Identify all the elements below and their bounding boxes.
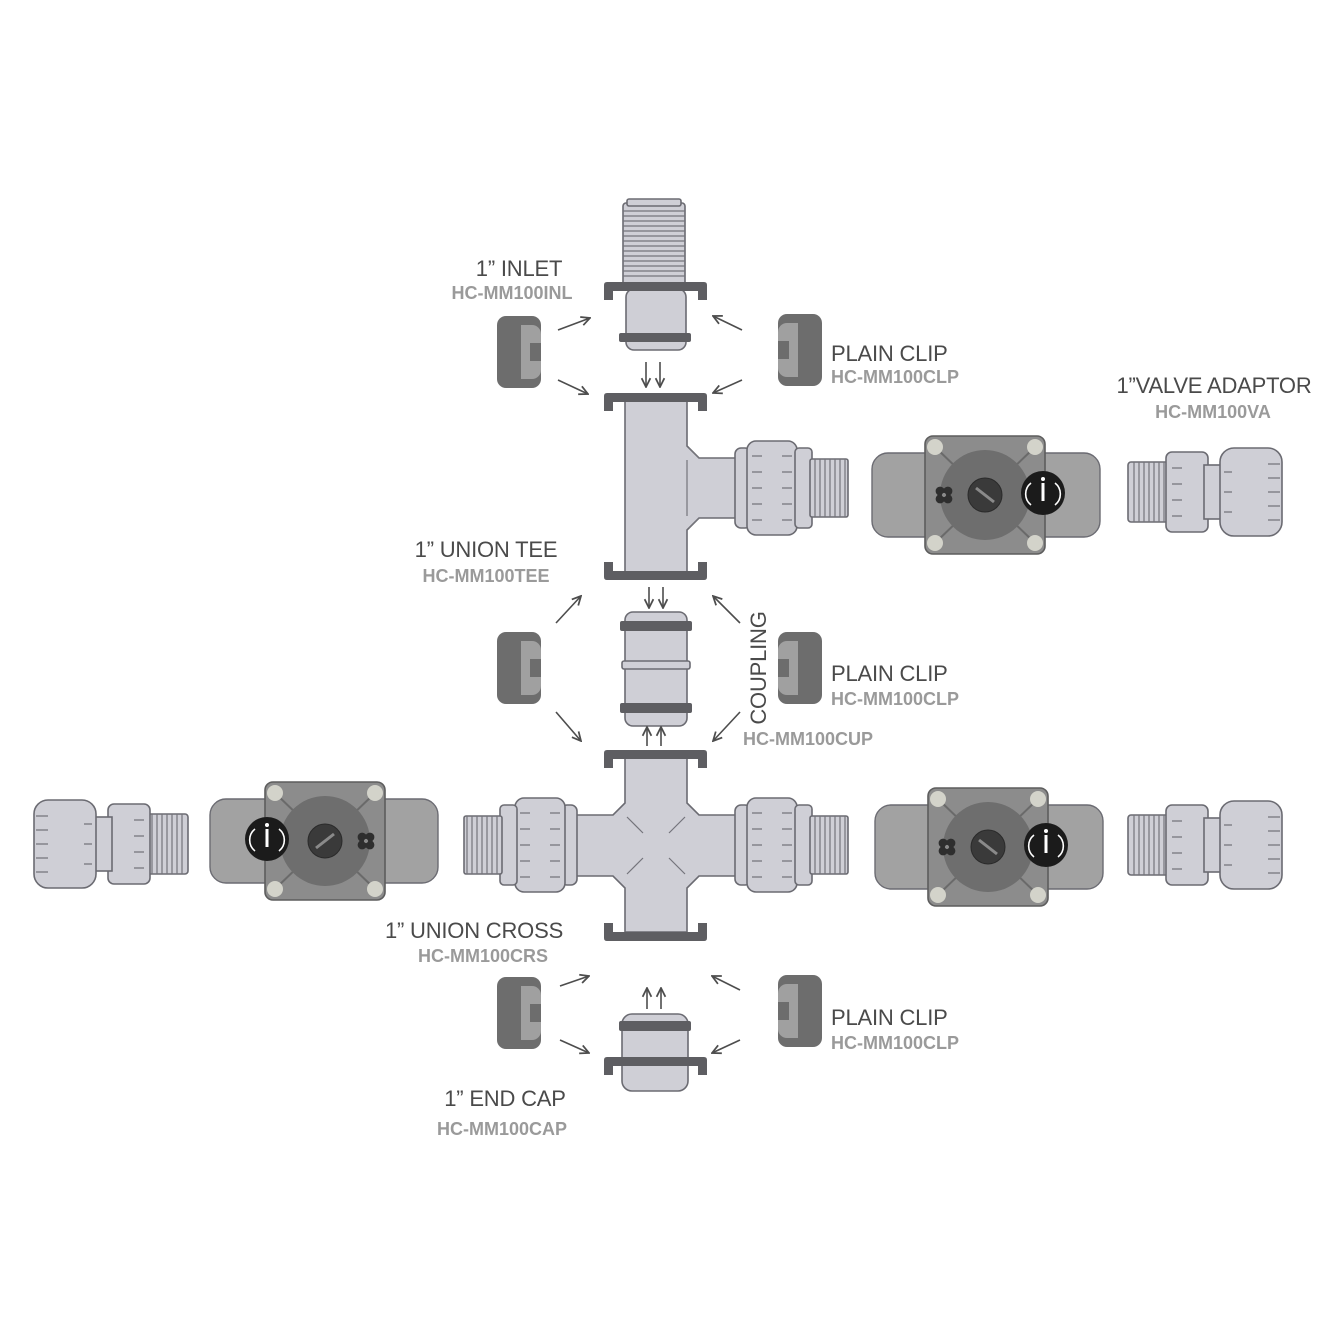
tee-seam [686,447,700,529]
ball-valve-lower-left [208,780,440,902]
clip-top-code: HC-MM100CLP [831,367,959,387]
inlet-thread-lines [623,210,685,277]
plain-clip-bottom-left [497,977,541,1049]
inlet-fitting [604,198,707,351]
arrow [559,1039,589,1053]
inlet-lip [626,198,682,207]
arrow [555,711,581,741]
clip-bottom-label: PLAIN CLIP [831,1005,948,1030]
coupling-ring-middle [621,660,691,670]
valve-adaptor-lower-right [1127,800,1283,890]
end-cap-band [619,1021,691,1031]
plain-clip-top-right [778,314,822,386]
arrow [557,318,590,331]
plain-clip-middle-right [778,632,822,704]
end-cap-body [621,1013,689,1092]
valve-adaptor-label: 1”VALVE ADAPTOR [1116,373,1311,398]
union-tee-code: HC-MM100TEE [422,566,549,586]
arrow [555,596,581,624]
arrow [712,976,741,991]
coupling-fitting [620,611,692,727]
clip-middle-code: HC-MM100CLP [831,689,959,709]
ball-valve-lower-right [873,786,1105,908]
clip-bottom-code: HC-MM100CLP [831,1033,959,1053]
arrow [559,976,589,987]
coupling-band-top [620,621,692,631]
end-cap-fitting [604,1013,707,1092]
union-tee-label: 1” UNION TEE [415,537,558,562]
coupling-label: COUPLING [746,611,771,724]
valve-adaptor-lower-left [33,799,189,889]
union-cross-code: HC-MM100CRS [418,946,548,966]
clip-top-label: PLAIN CLIP [831,341,948,366]
plain-clip-top-left [497,316,541,388]
ball-valve-upper-right [870,434,1102,556]
inlet-code: HC-MM100INL [451,283,572,303]
arrow [713,596,741,624]
arrow [713,316,743,331]
end-cap-label: 1” END CAP [444,1086,565,1111]
cross-center-lines [626,816,686,875]
arrow [713,711,741,741]
union-cross-label: 1” UNION CROSS [385,918,563,943]
plain-clip-bottom-right [778,975,822,1047]
valve-adaptor-code: HC-MM100VA [1155,402,1271,422]
arrow [713,379,743,393]
inlet-band [619,333,691,342]
clip-middle-label: PLAIN CLIP [831,661,948,686]
inlet-label: 1” INLET [476,256,562,281]
end-cap-code: HC-MM100CAP [437,1119,567,1139]
arrow [712,1039,741,1053]
plain-clip-middle-left [497,632,541,704]
coupling-code: HC-MM100CUP [743,729,873,749]
valve-adaptor-upper-right [1127,447,1283,537]
inlet-thread [622,202,686,286]
union-cross-fitting [463,750,849,941]
union-tee-fitting [604,393,849,580]
coupling-band-bottom [620,703,692,713]
arrow [557,379,588,394]
